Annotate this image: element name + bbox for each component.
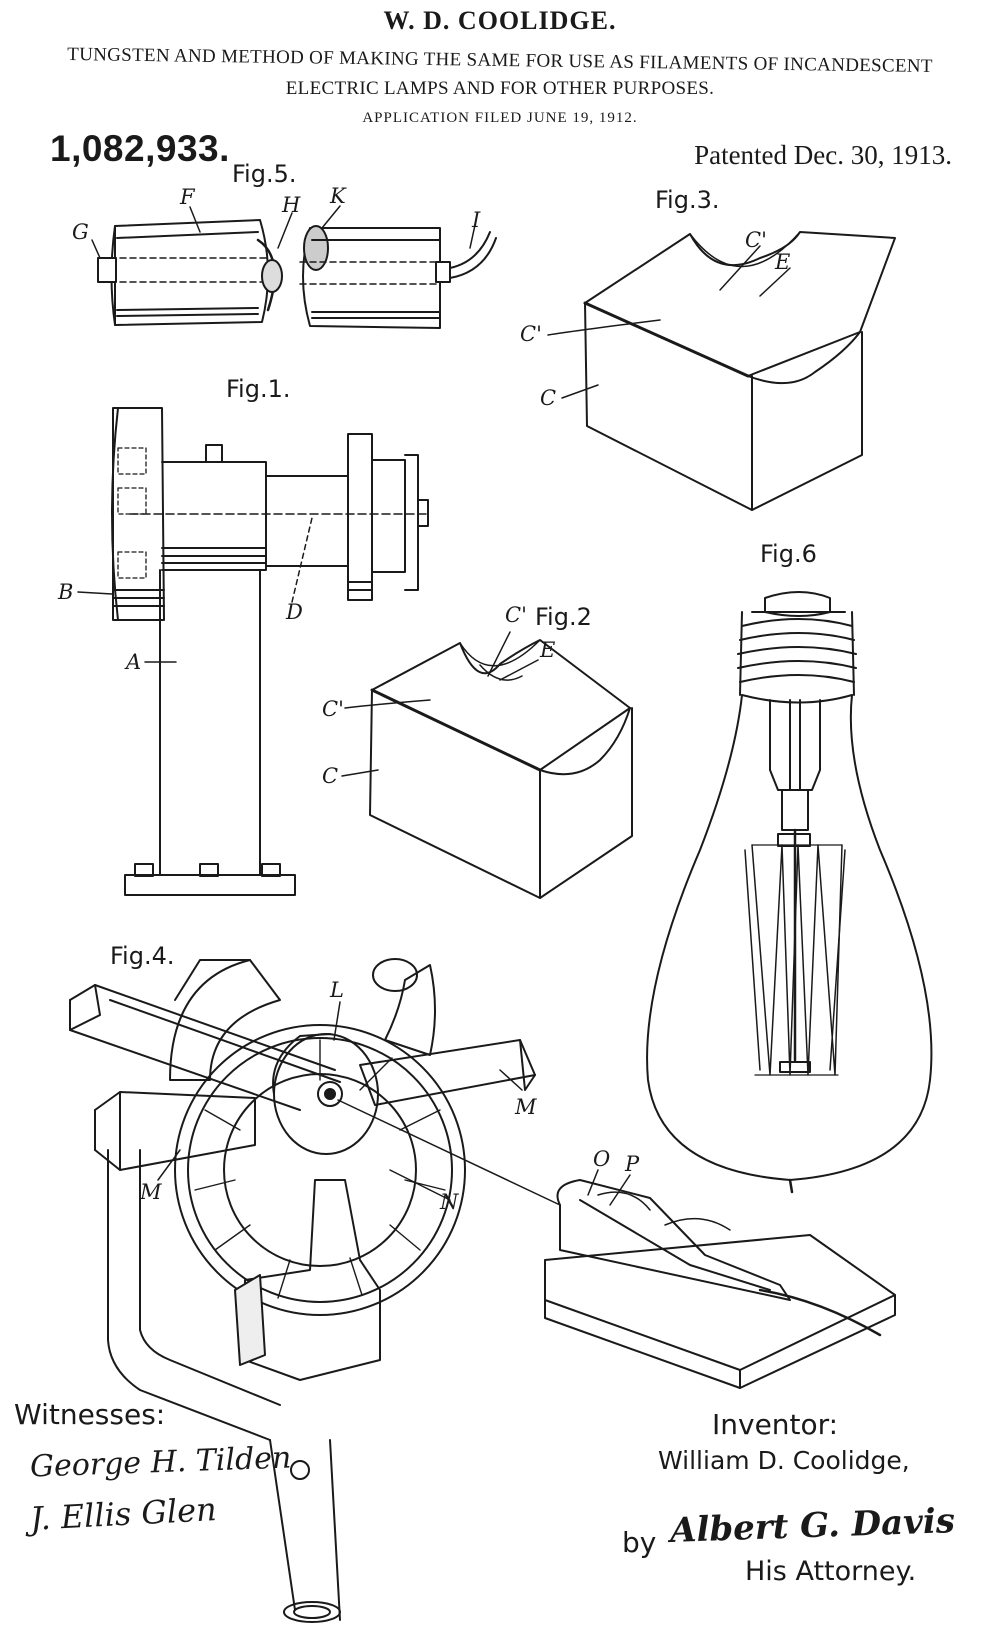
by-label: by: [622, 1526, 657, 1559]
fig6-drawing: [646, 591, 933, 1194]
fig1-drawing: [77, 407, 431, 896]
fig3-label: Fig.3.: [655, 186, 720, 214]
ref-g: G: [72, 220, 89, 244]
ref-e-fig3: E: [775, 250, 791, 274]
ref-c-fig2: C: [322, 764, 339, 788]
ref-k: K: [330, 184, 346, 208]
ref-c-prime-fig2-top: C': [505, 603, 527, 627]
fig2-drawing: [341, 631, 633, 899]
fig3-drawing: [547, 231, 896, 511]
ref-m-right: M: [515, 1095, 537, 1119]
ref-o: O: [593, 1147, 611, 1171]
application-filed: APPLICATION FILED JUNE 19, 1912.: [362, 110, 638, 126]
ref-n: N: [440, 1190, 459, 1214]
fig5-drawing: [91, 205, 497, 329]
ref-c-fig3: C: [540, 386, 557, 410]
patent-title-line-2: ELECTRIC LAMPS AND FOR OTHER PURPOSES.: [285, 78, 715, 99]
ref-d: D: [286, 600, 303, 624]
ref-a: A: [126, 650, 142, 674]
ref-m-left: M: [140, 1180, 162, 1204]
ref-f: F: [180, 185, 195, 209]
inventor-label: Inventor:: [712, 1408, 839, 1441]
fig2-label: Fig.2: [535, 603, 592, 631]
inventor-header: W. D. COOLIDGE.: [383, 6, 617, 35]
attorney-label: His Attorney.: [745, 1556, 917, 1587]
fig4-drawing: [69, 958, 896, 1623]
patent-number: 1,082,933.: [50, 128, 230, 169]
ref-p: P: [625, 1152, 640, 1176]
fig5-label: Fig.5.: [232, 160, 297, 188]
fig1-label: Fig.1.: [226, 375, 291, 403]
ref-c-prime-fig3-left: C': [520, 322, 542, 346]
ref-e-fig2: E: [540, 638, 556, 662]
ref-i: I: [472, 208, 481, 232]
ref-b: B: [58, 580, 74, 604]
fig6-label: Fig.6: [760, 540, 817, 568]
ref-c-prime-fig2-left: C': [322, 697, 344, 721]
ref-l: L: [330, 978, 344, 1002]
ref-h: H: [282, 193, 301, 217]
inventor-name: William D. Coolidge,: [658, 1446, 910, 1475]
witnesses-label: Witnesses:: [14, 1398, 166, 1431]
ref-c-prime-fig3-top: C': [745, 228, 767, 252]
patent-date: Patented Dec. 30, 1913.: [694, 140, 952, 170]
fig4-label: Fig.4.: [110, 942, 175, 970]
